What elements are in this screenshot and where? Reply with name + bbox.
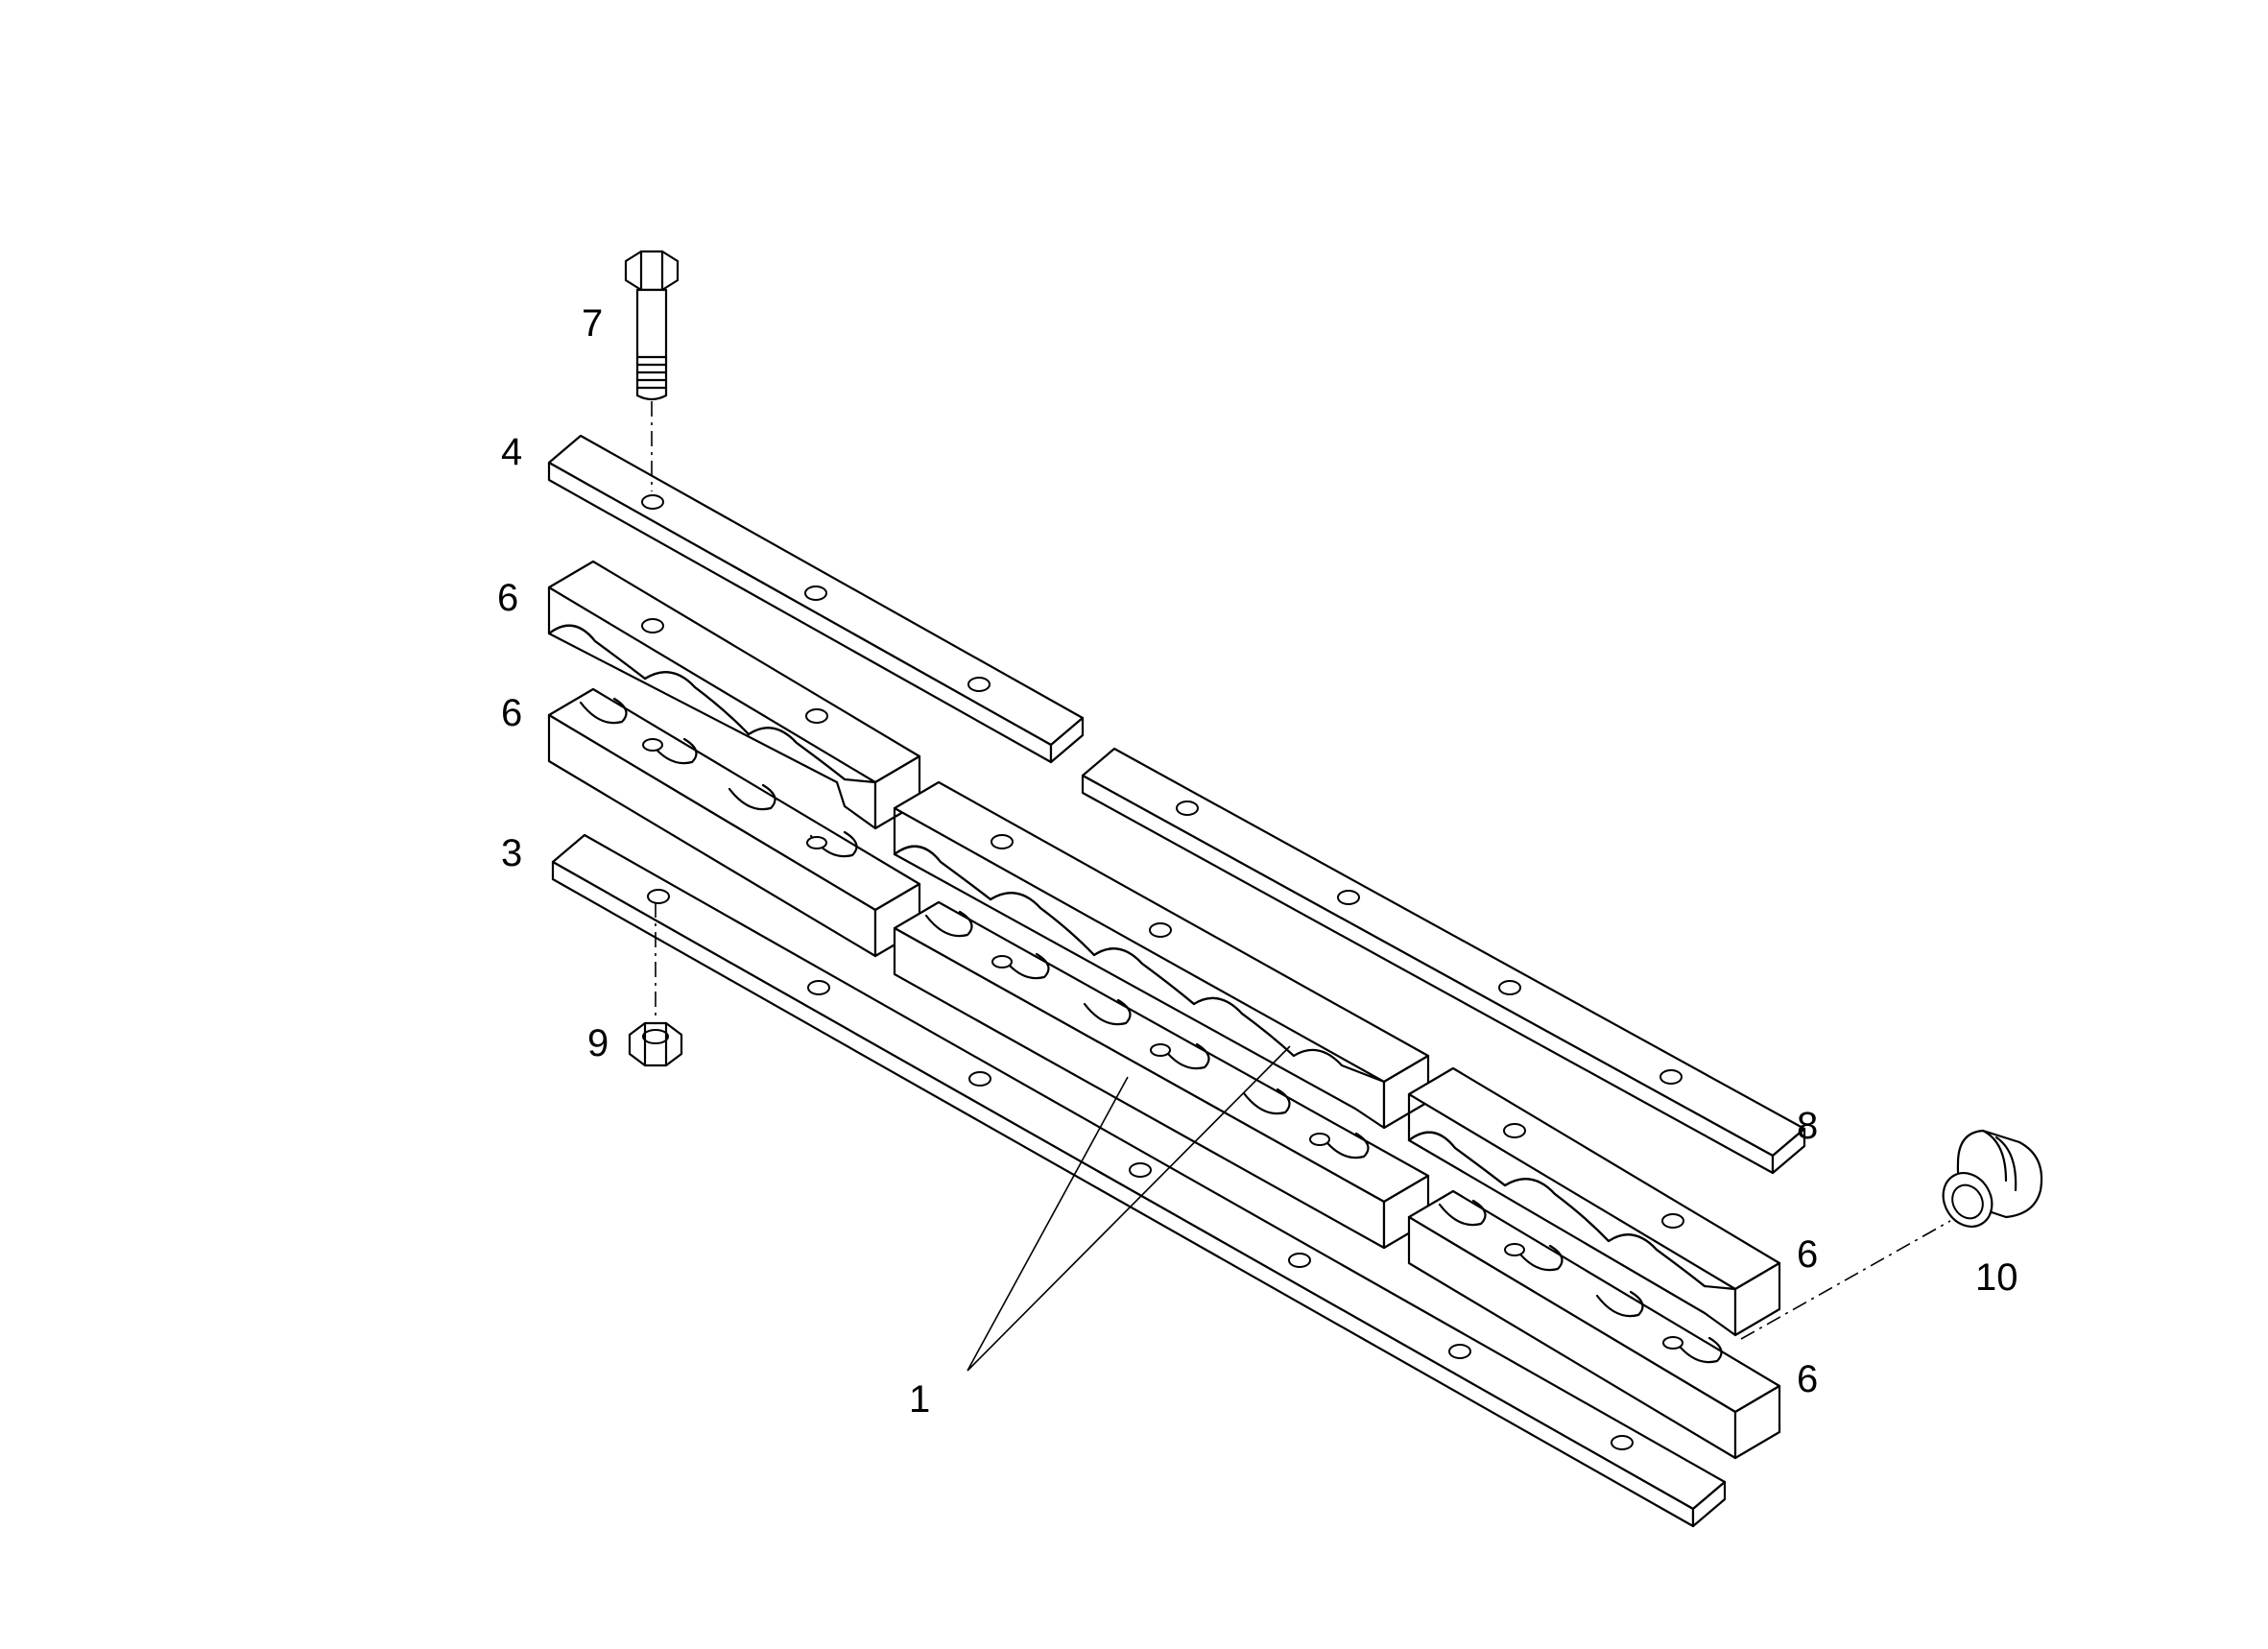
callout-7: 7 <box>582 302 603 345</box>
bolt-7 <box>624 250 680 401</box>
callout-8: 8 <box>1797 1105 1818 1147</box>
plate-4-upper-left <box>547 434 1085 764</box>
clamp-block-6-bottom-right <box>1407 1189 1781 1460</box>
nut-9 <box>628 1021 683 1067</box>
callout-3: 3 <box>501 832 522 874</box>
leader-lines-1 <box>967 1045 1291 1372</box>
clamp-block-6-top-right <box>1407 1066 1781 1337</box>
callout-10: 10 <box>1975 1256 2018 1299</box>
clamp-block-6-center-top <box>893 780 1430 1130</box>
clamp-block-6-bottom-left <box>547 687 921 958</box>
plate-3-base <box>551 833 1727 1528</box>
clamp-block-6-top-left <box>547 560 921 830</box>
clamp-block-6-center-bottom <box>893 900 1430 1250</box>
axis-line-plug <box>1740 1220 1951 1340</box>
callout-6b: 6 <box>501 692 522 734</box>
callout-6c: 6 <box>1797 1233 1818 1276</box>
callout-4: 4 <box>501 431 522 473</box>
callout-1: 1 <box>909 1378 930 1421</box>
plate-8-upper-right <box>1081 747 1806 1175</box>
callout-9: 9 <box>587 1022 609 1064</box>
plug-10 <box>1942 1129 2043 1228</box>
callout-6d: 6 <box>1797 1358 1818 1400</box>
callout-6a: 6 <box>497 577 518 619</box>
